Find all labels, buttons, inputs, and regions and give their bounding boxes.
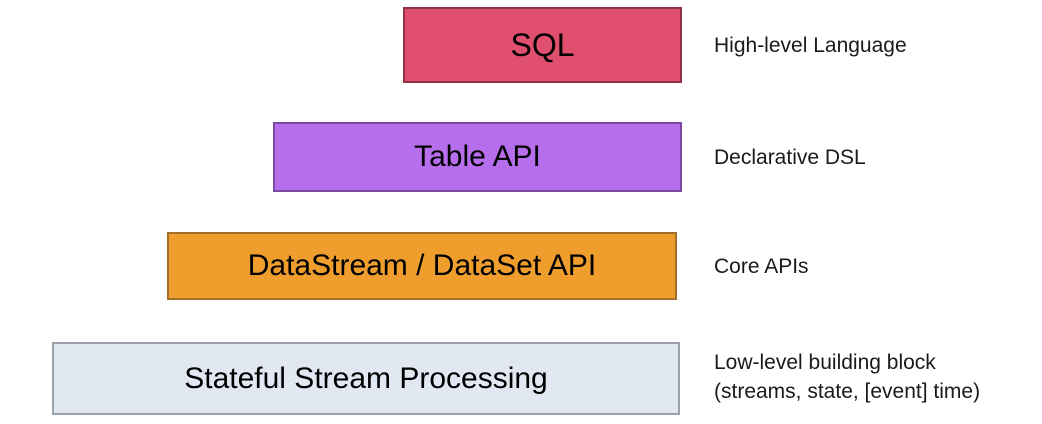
layer-box-datastream-dataset-api-label: DataStream / DataSet API (247, 249, 597, 282)
layer-note-table-api: Declarative DSL (714, 146, 866, 169)
layer-box-table-api-label: Table API (414, 140, 541, 173)
layer-box-stateful-stream-processing-label: Stateful Stream Processing (184, 361, 548, 395)
layer-note-sql: High-level Language (714, 34, 907, 57)
layer-note-datastream-dataset-api: Core APIs (714, 255, 809, 278)
layer-box-datastream-dataset-api[interactable]: DataStream / DataSet API (167, 232, 677, 300)
layer-note-stateful-stream-processing: Low-level building block (streams, state… (714, 351, 981, 403)
layer-box-sql[interactable]: SQL (403, 7, 682, 83)
layer-box-stateful-stream-processing[interactable]: Stateful Stream Processing (52, 342, 680, 415)
layer-box-table-api[interactable]: Table API (273, 122, 682, 192)
layer-box-sql-label: SQL (510, 27, 575, 63)
